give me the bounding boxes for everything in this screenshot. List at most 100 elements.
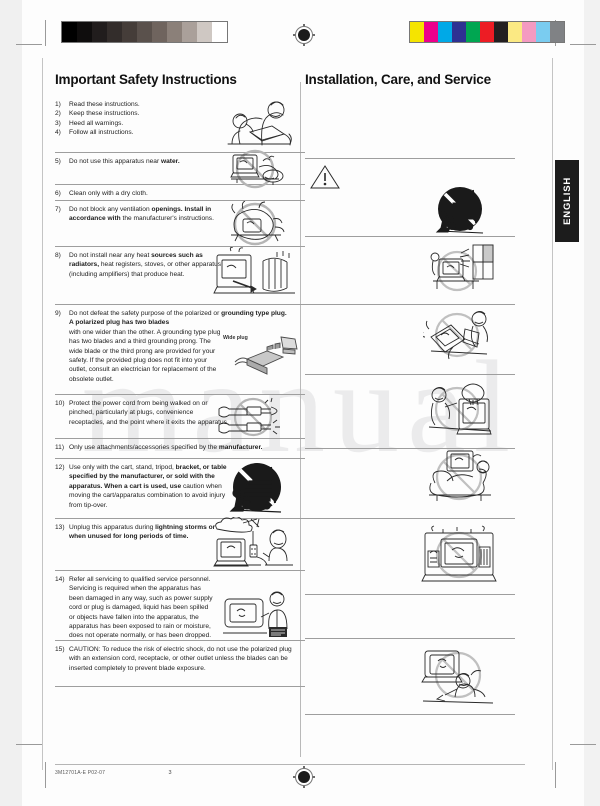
polarized-plug-illustration bbox=[231, 331, 305, 377]
calibration-swatch bbox=[452, 22, 466, 42]
install-item-3 bbox=[305, 236, 515, 304]
safety-item-10-text: 10)Protect the power cord from being wal… bbox=[55, 400, 229, 426]
column-divider bbox=[300, 82, 301, 757]
crop-tick-bottom-left bbox=[45, 762, 46, 788]
qualified-service-technician-illustration bbox=[219, 589, 303, 641]
calibration-swatch bbox=[438, 22, 452, 42]
calibration-swatch bbox=[122, 22, 137, 42]
safety-item-7: 7)Do not block any ventilation openings.… bbox=[55, 200, 305, 246]
crop-tick-left-lower bbox=[16, 744, 42, 745]
family-reading-manual-illustration bbox=[210, 94, 305, 152]
blocked-ventilation-prohibited-illustration bbox=[205, 201, 303, 247]
left-column-bottom-rule bbox=[55, 686, 305, 687]
calibration-swatch bbox=[522, 22, 536, 42]
safety-item-4: 4)Follow all instructions. bbox=[55, 129, 134, 137]
calibration-swatch bbox=[167, 22, 182, 42]
crop-tick-left-upper bbox=[16, 44, 42, 45]
language-tab-english: ENGLISH bbox=[555, 160, 579, 242]
calibration-swatch bbox=[536, 22, 550, 42]
crop-tick-right-upper bbox=[570, 44, 596, 45]
safety-item-6-text: 6)Clean only with a dry cloth. bbox=[55, 190, 148, 197]
calibration-swatch bbox=[480, 22, 494, 42]
safety-item-10: 10)Protect the power cord from being wal… bbox=[55, 394, 305, 438]
crop-tick-bottom-right bbox=[555, 762, 556, 788]
safety-item-12: 12)Use only with the cart, stand, tripod… bbox=[55, 458, 305, 518]
tv-cleaning-illustration bbox=[417, 645, 499, 707]
safety-item-8: 8)Do not install near any heat sources s… bbox=[55, 246, 305, 304]
calibration-swatch bbox=[62, 22, 77, 42]
safety-item-12-text: 12)Use only with the cart, stand, tripod… bbox=[55, 464, 227, 509]
tv-in-cabinet-illustration bbox=[419, 525, 499, 587]
page-content: Important Safety Instructions 1)Read the… bbox=[0, 72, 600, 762]
grayscale-calibration-bar bbox=[61, 21, 228, 43]
tv-falling-child-illustration bbox=[423, 307, 497, 365]
safety-item-2: 2)Keep these instructions. bbox=[55, 110, 140, 118]
safety-item-9-text-head: 9)Do not defeat the safety purpose of th… bbox=[55, 310, 287, 327]
install-item-5 bbox=[305, 374, 515, 448]
sunlight-window-heat-illustration bbox=[425, 243, 497, 295]
tv-water-spill-illustration bbox=[423, 379, 497, 439]
safety-item-9: 9)Do not defeat the safety purpose of th… bbox=[55, 304, 305, 394]
scan-right-edge bbox=[584, 0, 600, 806]
registration-mark-top bbox=[293, 24, 315, 46]
calibration-swatch bbox=[77, 22, 92, 42]
calibration-swatch bbox=[137, 22, 152, 42]
wide-plug-caption: Wide plug bbox=[223, 335, 248, 341]
calibration-swatch bbox=[107, 22, 122, 42]
safety-item-1-4: 1)Read these instructions. 2)Keep these … bbox=[55, 100, 305, 152]
calibration-swatch bbox=[152, 22, 167, 42]
right-column-bottom-rule bbox=[305, 714, 515, 715]
calibration-swatch bbox=[466, 22, 480, 42]
safety-item-6: 6)Clean only with a dry cloth. bbox=[55, 184, 305, 200]
safety-item-1: 1)Read these instructions. bbox=[55, 101, 140, 108]
calibration-swatch bbox=[182, 22, 197, 42]
page-title-right: Installation, Care, and Service bbox=[305, 72, 491, 87]
page-border-right bbox=[552, 58, 553, 770]
calibration-swatch bbox=[494, 22, 508, 42]
heat-source-radiator-illustration bbox=[207, 247, 303, 303]
pinched-power-cord-illustration bbox=[205, 397, 301, 437]
safety-item-14: 14)Refer all servicing to qualified serv… bbox=[55, 570, 305, 640]
install-item-7 bbox=[305, 518, 515, 594]
color-calibration-bar bbox=[409, 21, 565, 43]
warning-triangle-icon bbox=[309, 163, 341, 191]
safety-item-13: 13)Unplug this apparatus during lightnin… bbox=[55, 517, 305, 570]
scan-left-edge bbox=[0, 0, 22, 806]
page-number: 3 bbox=[168, 770, 172, 776]
calibration-swatch bbox=[508, 22, 522, 42]
page-border-left bbox=[42, 58, 43, 770]
install-item-2 bbox=[305, 158, 515, 236]
safety-item-8-text: 8)Do not install near any heat sources s… bbox=[55, 252, 222, 278]
calibration-swatch bbox=[197, 22, 212, 42]
safety-item-13-text: 13)Unplug this apparatus during lightnin… bbox=[55, 524, 216, 541]
install-item-1 bbox=[305, 100, 515, 158]
safety-item-11: 11)Only use attachments/accessories spec… bbox=[55, 438, 305, 458]
safety-item-3: 3)Heed all warnings. bbox=[55, 119, 124, 127]
calibration-swatch bbox=[212, 22, 227, 42]
install-item-8 bbox=[305, 594, 515, 638]
calibration-swatch bbox=[410, 22, 424, 42]
left-column: Important Safety Instructions 1)Read the… bbox=[55, 72, 305, 687]
install-item-4 bbox=[305, 304, 515, 374]
calibration-swatch bbox=[92, 22, 107, 42]
cart-tip-over-illustration-right bbox=[427, 185, 493, 237]
language-tab-label: ENGLISH bbox=[561, 177, 573, 225]
calibration-swatch bbox=[424, 22, 438, 42]
safety-item-15: 15)CAUTION: To reduce the risk of electr… bbox=[55, 640, 305, 686]
safety-item-5-text: 5)Do not use this apparatus near water. bbox=[55, 158, 180, 165]
crop-tick-right-lower bbox=[570, 744, 596, 745]
footer-divider bbox=[55, 764, 525, 765]
install-item-9 bbox=[305, 638, 515, 714]
page-title-left: Important Safety Instructions bbox=[55, 72, 237, 87]
tv-near-water-prohibited-illustration bbox=[207, 149, 303, 189]
safety-item-14-text: 14)Refer all servicing to qualified serv… bbox=[55, 576, 213, 640]
safety-item-11-text: 11)Only use attachments/accessories spec… bbox=[55, 444, 263, 451]
safety-item-5: 5)Do not use this apparatus near water. bbox=[55, 149, 305, 189]
safety-item-7-text: 7)Do not block any ventilation openings.… bbox=[55, 206, 214, 223]
cart-tip-over-warning-illustration bbox=[213, 461, 301, 517]
install-item-6 bbox=[305, 448, 515, 518]
safety-item-15-text: 15)CAUTION: To reduce the risk of electr… bbox=[55, 646, 292, 672]
document-part-number: 3M12701A-E P02-07 bbox=[55, 770, 106, 776]
tv-on-sofa-illustration bbox=[421, 449, 499, 507]
safety-item-9-text-body: with one wider than the other. A groundi… bbox=[69, 328, 221, 383]
